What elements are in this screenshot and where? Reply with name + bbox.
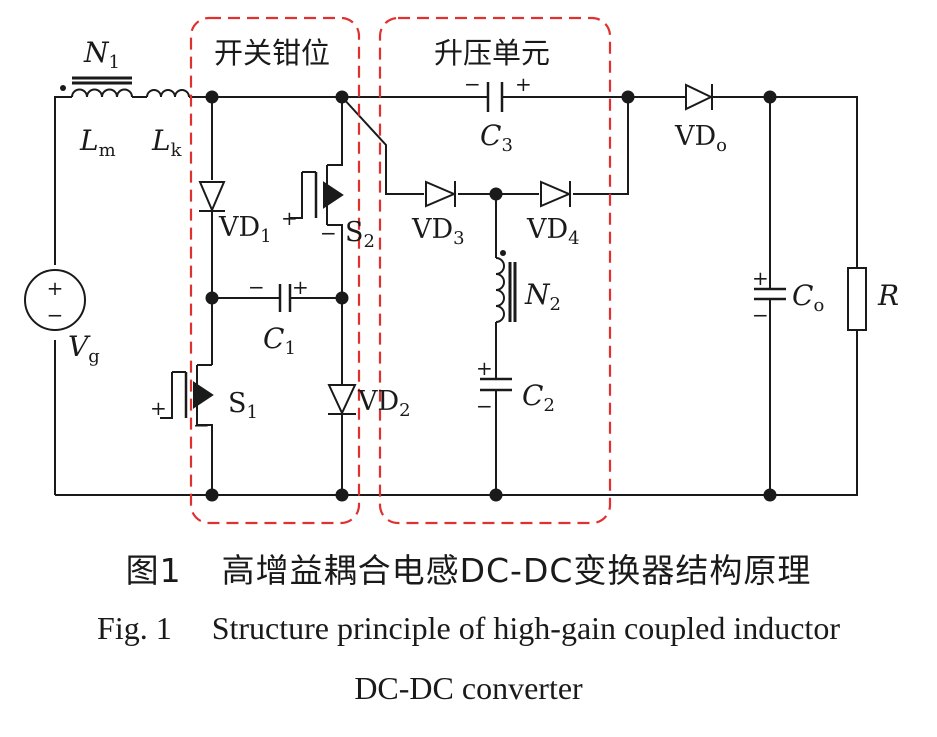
wire-vdo	[712, 96, 858, 268]
diode-vd2	[327, 384, 357, 416]
c1-plus: +	[292, 275, 309, 299]
capacitor-c2	[480, 377, 512, 392]
label-vd4: VD4	[526, 214, 580, 249]
label-c1: C1	[263, 322, 296, 359]
dot-marker-n2	[500, 250, 506, 256]
c3-plus: +	[515, 72, 532, 96]
wire-s1-source	[197, 424, 213, 495]
region-boost-label: 升压单元	[434, 36, 550, 70]
mosfet-s1	[160, 365, 214, 425]
s1-gate-plus: +	[150, 396, 167, 420]
inductor-lk	[146, 89, 190, 98]
diode-vd3	[425, 180, 457, 208]
caption-cn-text: 高增益耦合电感DC-DC变换器结构原理	[221, 551, 812, 590]
label-vg: Vg	[68, 330, 100, 367]
mosfet-s2	[290, 165, 344, 225]
caption-cn-number: 图1	[125, 551, 182, 590]
voltage-source-vg: + −	[24, 269, 86, 331]
capacitor-c1	[278, 284, 292, 312]
c2-plus: +	[476, 356, 493, 380]
s2-gate-minus: −	[320, 221, 337, 245]
coupled-inductor-n1	[71, 76, 133, 98]
label-s2: S2	[345, 217, 375, 252]
s1-gate-minus: −	[193, 413, 210, 437]
region-clamp-label: 开关钳位	[214, 36, 330, 70]
caption-en-text-line1: Structure principle of high-gain coupled…	[211, 610, 840, 646]
resistor-r	[847, 267, 867, 331]
co-minus: −	[752, 303, 769, 327]
label-vd3: VD3	[411, 214, 465, 249]
c1-minus: −	[248, 275, 265, 299]
label-vd2: VD2	[357, 386, 411, 421]
capacitor-co	[754, 287, 786, 301]
label-lm: Lm	[79, 124, 116, 161]
co-plus: +	[752, 266, 769, 290]
label-n1: N1	[83, 36, 120, 73]
label-n2: N2	[524, 278, 561, 315]
c2-minus: −	[476, 394, 493, 418]
wire-s2-col	[327, 97, 343, 495]
figure-caption-english-line1: Fig. 1 Structure principle of high-gain c…	[0, 610, 937, 647]
circuit-diagram: + − − + + − + − − +	[24, 16, 899, 525]
caption-en-number: Fig. 1	[97, 610, 172, 646]
label-r: R	[877, 279, 899, 312]
wire-bottom	[55, 330, 858, 496]
figure-caption-english-line2: DC-DC converter	[0, 670, 937, 707]
label-lk: Lk	[151, 124, 183, 161]
s2-gate-plus: +	[281, 206, 298, 230]
capacitor-c3	[486, 82, 504, 112]
vg-minus: −	[47, 303, 64, 327]
diode-vd4	[540, 180, 572, 208]
coupled-inductor-n2	[495, 257, 517, 323]
label-co: Co	[792, 279, 824, 316]
label-s1: S1	[228, 388, 258, 423]
label-c2: C2	[522, 379, 555, 416]
caption-en-text-line2: DC-DC converter	[354, 670, 583, 706]
wire-left	[54, 96, 72, 495]
label-c3: C3	[480, 119, 513, 156]
junction-dots	[205, 90, 777, 502]
diode-vd1	[198, 181, 226, 213]
region-switch-clamp	[189, 16, 361, 525]
diode-vdo	[685, 83, 714, 111]
figure-caption-chinese: 图1 高增益耦合电感DC-DC变换器结构原理	[0, 544, 937, 592]
vg-plus: +	[47, 276, 64, 300]
label-vd1: VD1	[218, 212, 272, 247]
dot-marker-n1	[60, 85, 66, 91]
c3-minus: −	[464, 72, 481, 96]
region-boost-unit	[378, 16, 612, 525]
label-vdo: VDo	[674, 121, 727, 156]
